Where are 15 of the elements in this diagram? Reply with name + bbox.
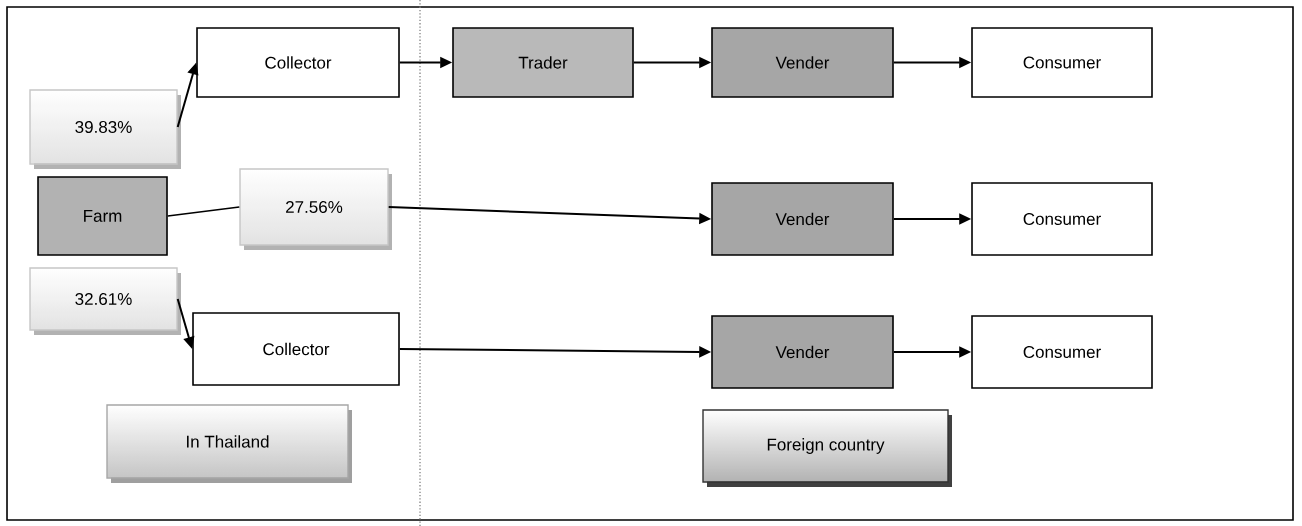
- percentage-box: 27.56%: [239, 168, 392, 250]
- region-label-box: In Thailand: [106, 404, 352, 483]
- process-box: Vender: [711, 27, 894, 98]
- process-box: Collector: [192, 312, 400, 386]
- process-box: Farm: [37, 176, 168, 256]
- process-box: Trader: [452, 27, 634, 98]
- process-box: Consumer: [971, 182, 1153, 256]
- process-box: Consumer: [971, 315, 1153, 389]
- process-box: Collector: [196, 27, 400, 98]
- percentage-box: 39.83%: [29, 89, 181, 169]
- process-box: Consumer: [971, 27, 1153, 98]
- process-box: Vender: [711, 182, 894, 256]
- percentage-box: 32.61%: [29, 267, 181, 335]
- region-label-box: Foreign country: [702, 409, 952, 487]
- process-box: Vender: [711, 315, 894, 389]
